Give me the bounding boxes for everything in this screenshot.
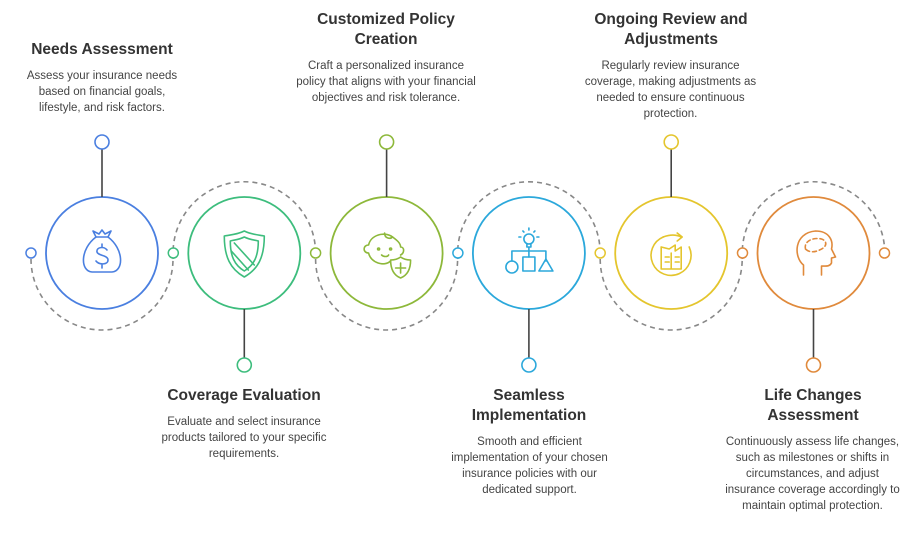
- step-title: Seamless Implementation: [471, 387, 587, 424]
- dashed-connector-arc: [30, 258, 174, 331]
- step-4-text: Seamless Implementation Smooth and effic…: [429, 386, 629, 498]
- step-desc: Assess your insurance needs based on fin…: [26, 70, 178, 114]
- step-6-node: [736, 180, 891, 373]
- stem-dot: [94, 134, 110, 150]
- connector-dot: [167, 247, 180, 259]
- dashed-connector-arc: [314, 258, 459, 331]
- stem-dot: [663, 134, 680, 150]
- dashed-connector-arc: [456, 180, 601, 260]
- step-desc: Smooth and efficient implementation of y…: [451, 436, 608, 496]
- baby-shield-icon: [363, 232, 412, 279]
- step-2-node: [167, 180, 317, 373]
- step-6-text: Life Changes Assessment Continuously ass…: [713, 386, 913, 514]
- connector-dot: [25, 247, 37, 259]
- connector-dot: [594, 247, 606, 259]
- step-4-node: [452, 180, 601, 373]
- step-desc: Evaluate and select insurance products t…: [161, 416, 327, 460]
- stem-dot: [805, 357, 822, 373]
- dashed-connector-arc: [172, 180, 317, 260]
- step-circle: [329, 196, 444, 310]
- step-title: Customized Policy Creation: [317, 11, 455, 48]
- step-3-text: Customized Policy Creation Craft a perso…: [286, 10, 486, 106]
- step-5-node: [594, 134, 743, 331]
- shield-icon: [223, 230, 266, 278]
- dashed-connector-arc: [741, 180, 886, 260]
- step-title: Ongoing Review and Adjustments: [594, 11, 748, 48]
- connector-dot: [878, 247, 891, 259]
- idea-flowchart-icon: [505, 227, 554, 274]
- stem-dot: [521, 357, 537, 373]
- dashed-connector-arc: [599, 258, 743, 331]
- stem-dot: [236, 357, 253, 373]
- step-desc: Regularly review insurance coverage, mak…: [584, 60, 757, 120]
- step-3-node: [309, 134, 459, 331]
- connector-dot: [309, 247, 322, 259]
- money-bag-icon: [82, 229, 122, 273]
- connector-dot: [736, 247, 749, 259]
- step-circle: [45, 196, 159, 310]
- step-1-node: [25, 134, 174, 331]
- refresh-book-icon: [650, 232, 692, 277]
- stem-dot: [378, 134, 395, 150]
- step-title: Coverage Evaluation: [167, 387, 321, 404]
- step-2-text: Coverage Evaluation Evaluate and select …: [144, 386, 344, 462]
- step-circle: [756, 196, 871, 310]
- step-desc: Craft a personalized insurance policy th…: [296, 60, 476, 104]
- connector-dot: [452, 247, 464, 259]
- step-desc: Continuously assess life changes, such a…: [725, 436, 900, 512]
- step-1-text: Needs Assessment Assess your insurance n…: [2, 40, 202, 116]
- step-title: Life Changes Assessment: [764, 387, 862, 424]
- step-5-text: Ongoing Review and Adjustments Regularly…: [571, 10, 771, 122]
- step-title: Needs Assessment: [31, 41, 173, 58]
- head-brain-icon: [796, 230, 837, 276]
